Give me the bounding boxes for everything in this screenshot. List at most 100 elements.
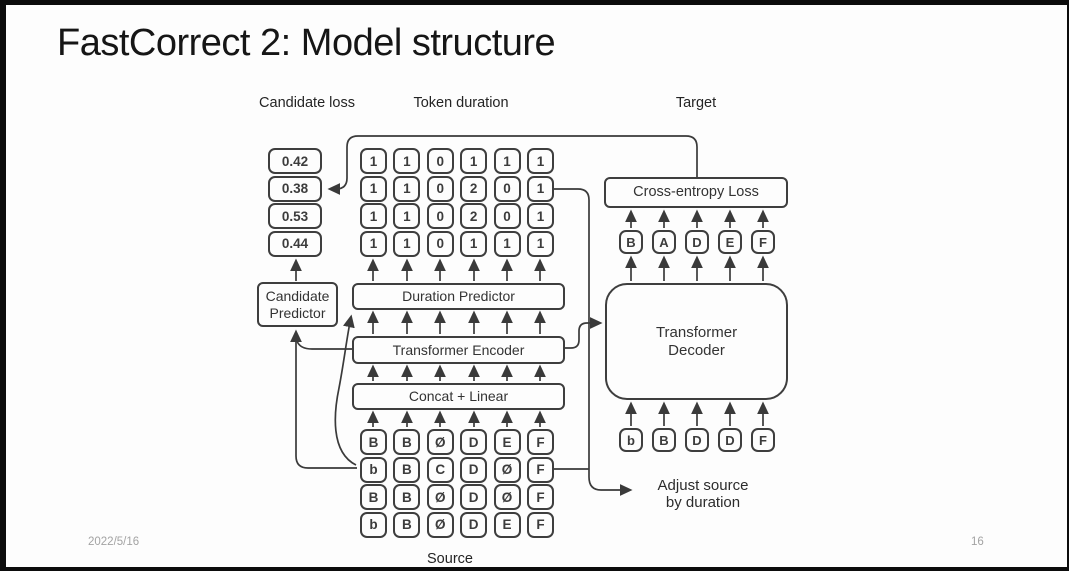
token-duration-cell: 1 (460, 148, 488, 174)
wire-loss-to-candidate-loss (327, 135, 698, 195)
token-duration-cell: 1 (493, 148, 521, 174)
label-source: Source (427, 551, 473, 567)
token-duration-cell: 1 (526, 175, 554, 202)
token-duration-cell: 0 (426, 148, 454, 174)
candidate-loss-value: 0.53 (268, 203, 322, 229)
source-cell: C (426, 456, 454, 483)
token-duration-cell: 0 (493, 203, 521, 229)
decoder-input-token: D (718, 428, 742, 452)
token-duration-cell: 0 (426, 175, 454, 202)
wire-encoder-to-candidate-predictor (296, 340, 352, 350)
source-cell: B (360, 484, 387, 510)
target-token: D (685, 230, 709, 254)
label-token-duration: Token duration (413, 95, 509, 111)
token-duration-cell: 1 (360, 230, 387, 257)
source-cell: b (360, 511, 387, 538)
wire-encoder-to-decoder (565, 317, 603, 349)
arrows-target-tokens-to-loss (625, 209, 769, 228)
arrows-decoder-to-target-tokens (625, 255, 769, 281)
source-cell: D (460, 484, 488, 510)
transformer-encoder-box: Transformer Encoder (352, 336, 565, 364)
page-number: 16 (971, 536, 984, 548)
cross-entropy-loss-box: Cross-entropy Loss (604, 177, 788, 208)
source-cell: F (526, 511, 554, 538)
source-cell: b (360, 456, 387, 483)
candidate-predictor-box: Candidate Predictor (257, 282, 338, 327)
source-cell: B (393, 429, 421, 455)
token-duration-cell: 1 (526, 230, 554, 257)
token-duration-cell: 1 (393, 203, 421, 229)
source-cell: D (460, 429, 488, 455)
token-duration-cell: 0 (493, 175, 521, 202)
arrows-concat-to-encoder (367, 364, 546, 381)
token-duration-cell: 0 (426, 230, 454, 257)
source-cell: Ø (426, 484, 454, 510)
slide-date: 2022/5/16 (88, 536, 140, 548)
transformer-decoder-box: Transformer Decoder (605, 283, 788, 400)
token-duration-cell: 2 (460, 203, 488, 229)
token-duration-cell: 1 (393, 230, 421, 257)
source-cell: D (460, 456, 488, 483)
arrows-inputs-to-decoder (625, 401, 769, 426)
wire-source-to-duration-predictor (334, 314, 357, 466)
source-cell: Ø (493, 484, 521, 510)
source-cell: B (393, 484, 421, 510)
source-cell: E (493, 511, 521, 538)
token-duration-cell: 1 (393, 148, 421, 174)
candidate-loss-value: 0.38 (268, 175, 322, 202)
source-cell: B (393, 456, 421, 483)
target-token: E (718, 230, 742, 254)
frame-edge-left (0, 0, 6, 571)
transformer-decoder-label: Transformer Decoder (655, 324, 738, 359)
label-target: Target (675, 95, 717, 111)
decoder-input-token: b (619, 428, 643, 452)
source-cell: Ø (493, 456, 521, 483)
token-duration-cell: 1 (393, 175, 421, 202)
concat-linear-box: Concat + Linear (352, 383, 565, 410)
token-duration-cell: 1 (460, 230, 488, 257)
slide-title: FastCorrect 2: Model structure (57, 22, 556, 64)
token-duration-cell: 1 (360, 203, 387, 229)
arrows-encoder-to-duration-predictor (367, 310, 546, 334)
wire-duration-to-adjust (554, 188, 633, 496)
duration-predictor-box: Duration Predictor (352, 283, 565, 310)
target-token: F (751, 230, 775, 254)
candidate-loss-value: 0.44 (268, 230, 322, 257)
source-cell: D (460, 511, 488, 538)
target-token: A (652, 230, 676, 254)
source-cell: B (393, 511, 421, 538)
decoder-input-token: B (652, 428, 676, 452)
source-cell: F (526, 456, 554, 483)
decoder-input-token: F (751, 428, 775, 452)
arrows-duration-predictor-to-grid (367, 258, 546, 281)
label-candidate-loss: Candidate loss (259, 95, 355, 111)
token-duration-cell: 1 (493, 230, 521, 257)
token-duration-cell: 0 (426, 203, 454, 229)
frame-edge-right (1067, 0, 1069, 571)
token-duration-cell: 1 (360, 175, 387, 202)
target-token: B (619, 230, 643, 254)
decoder-input-token: D (685, 428, 709, 452)
source-cell: F (526, 484, 554, 510)
source-cell: F (526, 429, 554, 455)
source-cell: Ø (426, 429, 454, 455)
source-cell: E (493, 429, 521, 455)
label-adjust-source-by-duration: Adjust source by duration (657, 477, 749, 512)
source-cell: B (360, 429, 387, 455)
source-cell: Ø (426, 511, 454, 538)
